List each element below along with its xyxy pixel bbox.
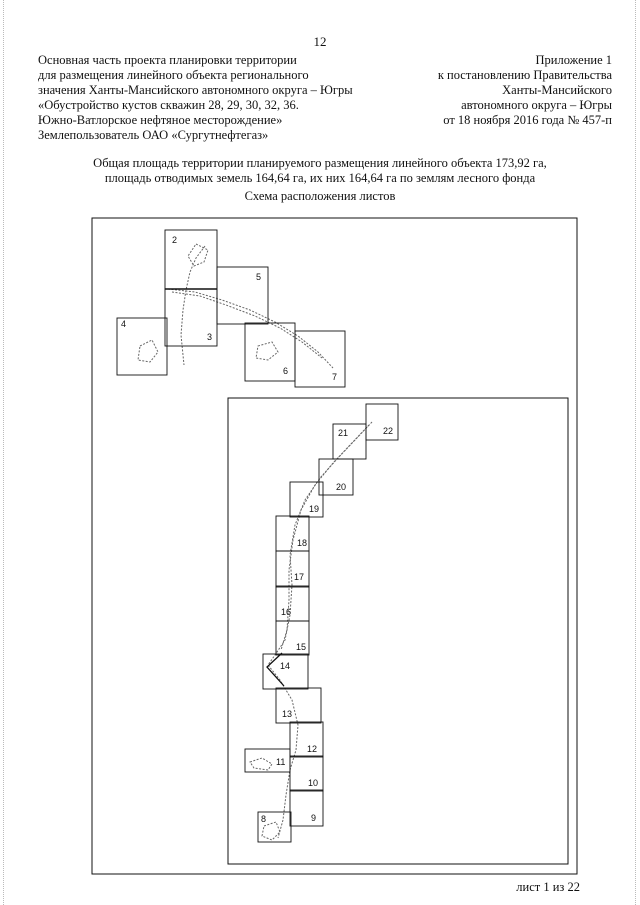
sheet-label-9: 9 xyxy=(311,813,316,823)
sheet-14 xyxy=(262,653,309,690)
sheet-label-19: 19 xyxy=(309,504,319,514)
sheet-label-14: 14 xyxy=(280,661,290,671)
header-right-line: Приложение 1 xyxy=(535,53,612,67)
area-summary: Общая площадь территории планируемого ра… xyxy=(0,156,640,185)
sheet-10 xyxy=(289,755,324,792)
sheet-19 xyxy=(289,481,324,518)
route-lines-upper xyxy=(137,243,334,369)
outer-frame xyxy=(91,217,578,875)
sheet-label-7: 7 xyxy=(332,372,337,382)
sheet-12 xyxy=(289,721,324,758)
document-header-left: Основная часть проекта планировки террит… xyxy=(38,53,368,143)
scheme-title: Схема расположения листов xyxy=(244,189,396,203)
sheet-label-18: 18 xyxy=(297,538,307,548)
summary-line: Общая площадь территории планируемого ра… xyxy=(93,156,547,170)
sheet-22 xyxy=(365,403,399,441)
sheet-label-13: 13 xyxy=(282,709,292,719)
sheet-label-3: 3 xyxy=(207,332,212,342)
sheet-label-16: 16 xyxy=(281,607,291,617)
sheet-label-4: 4 xyxy=(121,319,126,329)
inner-frame xyxy=(227,397,569,865)
scan-edge-left xyxy=(3,0,4,905)
summary-line: площадь отводимых земель 164,64 га, их н… xyxy=(104,170,536,185)
sheet-4 xyxy=(116,317,168,376)
sheet-5 xyxy=(216,266,269,325)
sheet-label-21: 21 xyxy=(338,428,348,438)
header-left-line: Землепользователь ОАО «Сургутнефтегаз» xyxy=(38,128,269,142)
sheet-label-8: 8 xyxy=(261,814,266,824)
header-right-line: автономного округа – Югры xyxy=(461,98,612,112)
sheet-17 xyxy=(275,550,310,588)
header-right-line: Ханты-Мансийского xyxy=(502,83,612,97)
header-left-line: значения Ханты-Мансийского автономного о… xyxy=(38,83,353,97)
sheet-7 xyxy=(294,330,346,388)
sheet-13 xyxy=(275,687,322,724)
header-left-line: для размещения линейного объекта региона… xyxy=(38,68,309,82)
route-marker-14 xyxy=(266,652,285,687)
sheet-18 xyxy=(275,515,310,552)
sheet-counter: лист 1 из 22 xyxy=(516,880,580,894)
sheet-label-6: 6 xyxy=(283,366,288,376)
sheet-9 xyxy=(289,789,324,827)
sheet-label-5: 5 xyxy=(256,272,261,282)
sheet-label-11: 11 xyxy=(276,757,285,767)
sheet-label-10: 10 xyxy=(308,778,318,788)
header-right-line: к постановлению Правительства xyxy=(437,68,612,82)
sheet-16 xyxy=(275,585,310,622)
header-right-line: от 18 ноября 2016 года № 457-п xyxy=(443,113,612,127)
header-left-line: Основная часть проекта планировки террит… xyxy=(38,53,297,67)
header-left-line: «Обустройство кустов скважин 28, 29, 30,… xyxy=(38,98,299,112)
header-left-line: Южно-Ватлорское нефтяное месторождение» xyxy=(38,113,283,127)
sheet-label-2: 2 xyxy=(172,235,177,245)
sheet-label-22: 22 xyxy=(383,426,393,436)
appendix-header-right: Приложение 1 к постановлению Правительст… xyxy=(362,53,612,128)
scan-edge-right xyxy=(635,0,636,905)
sheet-label-15: 15 xyxy=(296,642,306,652)
sheet-label-20: 20 xyxy=(336,482,346,492)
sheet-8 xyxy=(257,811,292,843)
sheet-21 xyxy=(332,423,367,460)
sheet-label-12: 12 xyxy=(307,744,317,754)
page-number: 12 xyxy=(313,34,327,49)
sheet-label-17: 17 xyxy=(294,572,304,582)
sheet-11 xyxy=(244,748,291,773)
